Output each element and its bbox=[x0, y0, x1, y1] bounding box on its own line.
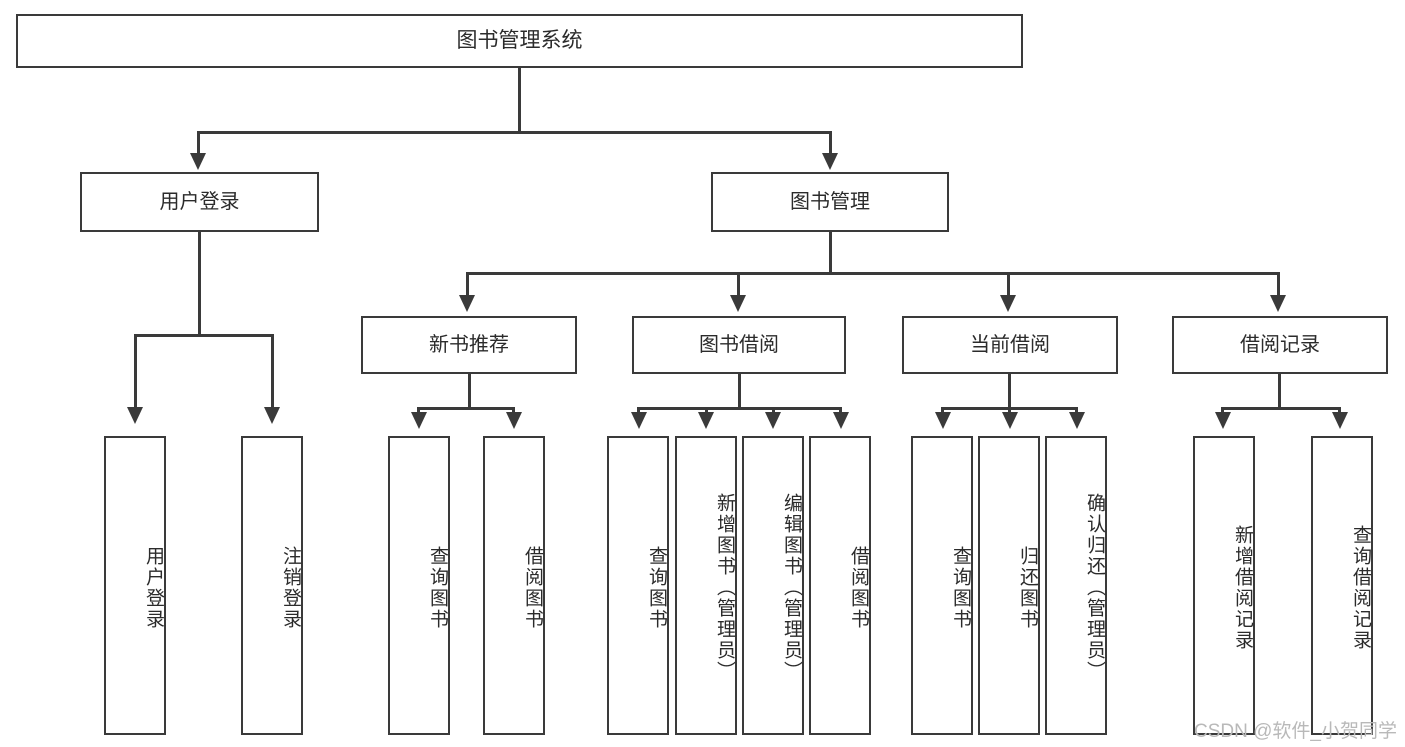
connector-book-borrow-bus bbox=[637, 407, 842, 410]
node-label: 新增图书（管理员） bbox=[714, 493, 735, 682]
connector-root-bus-left bbox=[197, 131, 200, 157]
connector-level3-bus-c bbox=[1007, 272, 1010, 298]
leaf-return-book[interactable]: 归还图书 bbox=[978, 436, 1040, 735]
arrow-to-book-borrow bbox=[730, 295, 746, 312]
node-label: 编辑图书（管理员） bbox=[781, 493, 802, 682]
node-root-book-management-system[interactable]: 图书管理系统 bbox=[16, 14, 1023, 68]
arrow-to-new-book-recommend bbox=[459, 295, 475, 312]
connector-book-borrow-down bbox=[738, 374, 741, 409]
node-label: 借阅图书 bbox=[848, 545, 869, 630]
arrow-to-leaf-return-book bbox=[1002, 412, 1018, 429]
connector-root-bus-right bbox=[829, 131, 832, 157]
node-book-management[interactable]: 图书管理 bbox=[711, 172, 949, 232]
arrow-to-leaf-borrow-book-2 bbox=[833, 412, 849, 429]
leaf-add-borrow-record[interactable]: 新增借阅记录 bbox=[1193, 436, 1255, 735]
arrow-to-leaf-user-login bbox=[127, 407, 143, 424]
node-label: 图书借阅 bbox=[699, 333, 779, 356]
node-label: 图书管理系统 bbox=[456, 28, 583, 52]
node-label: 新增借阅记录 bbox=[1232, 524, 1253, 651]
node-label: 借阅图书 bbox=[522, 545, 543, 630]
node-label: 查询图书 bbox=[646, 545, 667, 630]
arrow-to-user-login bbox=[190, 153, 206, 170]
node-label: 归还图书 bbox=[1017, 545, 1038, 630]
node-label: 用户登录 bbox=[159, 190, 240, 213]
connector-level3-bus-d bbox=[1277, 272, 1280, 298]
arrow-to-leaf-edit-book bbox=[765, 412, 781, 429]
arrow-to-leaf-confirm-return bbox=[1069, 412, 1085, 429]
arrow-to-leaf-borrow-book-1 bbox=[506, 412, 522, 429]
connector-current-borrow-down bbox=[1008, 374, 1011, 409]
node-label: 查询图书 bbox=[950, 545, 971, 630]
node-label: 用户登录 bbox=[143, 545, 164, 630]
connector-user-login-bus-right bbox=[271, 334, 274, 409]
connector-root-bus bbox=[197, 131, 832, 134]
leaf-logout[interactable]: 注销登录 bbox=[241, 436, 303, 735]
node-label: 注销登录 bbox=[280, 545, 301, 630]
node-current-borrow[interactable]: 当前借阅 bbox=[902, 316, 1118, 374]
node-label: 新书推荐 bbox=[429, 333, 509, 356]
node-label: 图书管理 bbox=[790, 190, 870, 213]
node-label: 查询借阅记录 bbox=[1350, 524, 1371, 651]
connector-user-login-bus bbox=[134, 334, 274, 337]
node-new-book-recommend[interactable]: 新书推荐 bbox=[361, 316, 577, 374]
connector-user-login-bus-left bbox=[134, 334, 137, 409]
node-label: 确认归还（管理员） bbox=[1084, 493, 1105, 682]
node-book-borrow[interactable]: 图书借阅 bbox=[632, 316, 846, 374]
node-label: 借阅记录 bbox=[1240, 333, 1320, 356]
leaf-query-book-recommend[interactable]: 查询图书 bbox=[388, 436, 450, 735]
arrow-to-leaf-logout bbox=[264, 407, 280, 424]
connector-user-login-down bbox=[198, 232, 201, 336]
connector-borrow-record-bus bbox=[1221, 407, 1341, 410]
leaf-user-login[interactable]: 用户登录 bbox=[104, 436, 166, 735]
connector-level3-bus-a bbox=[466, 272, 469, 298]
arrow-to-leaf-query-book-1 bbox=[411, 412, 427, 429]
leaf-edit-book-admin[interactable]: 编辑图书（管理员） bbox=[742, 436, 804, 735]
node-label: 当前借阅 bbox=[970, 333, 1050, 356]
arrow-to-leaf-add-book bbox=[698, 412, 714, 429]
connector-book-management-down bbox=[829, 232, 832, 274]
connector-level3-bus bbox=[466, 272, 1280, 275]
connector-borrow-record-down bbox=[1278, 374, 1281, 409]
arrow-to-leaf-query-book-3 bbox=[935, 412, 951, 429]
connector-level3-bus-b bbox=[737, 272, 740, 298]
leaf-query-book-borrow[interactable]: 查询图书 bbox=[607, 436, 669, 735]
connector-new-book-bus bbox=[417, 407, 515, 410]
arrow-to-leaf-query-book-2 bbox=[631, 412, 647, 429]
leaf-confirm-return-admin[interactable]: 确认归还（管理员） bbox=[1045, 436, 1107, 735]
arrow-to-current-borrow bbox=[1000, 295, 1016, 312]
leaf-query-borrow-record[interactable]: 查询借阅记录 bbox=[1311, 436, 1373, 735]
connector-root-down bbox=[518, 68, 521, 133]
leaf-borrow-book-recommend[interactable]: 借阅图书 bbox=[483, 436, 545, 735]
leaf-add-book-admin[interactable]: 新增图书（管理员） bbox=[675, 436, 737, 735]
arrow-to-book-management bbox=[822, 153, 838, 170]
node-user-login[interactable]: 用户登录 bbox=[80, 172, 319, 232]
node-borrow-record[interactable]: 借阅记录 bbox=[1172, 316, 1388, 374]
leaf-query-book-current[interactable]: 查询图书 bbox=[911, 436, 973, 735]
node-label: 查询图书 bbox=[427, 545, 448, 630]
connector-new-book-down bbox=[468, 374, 471, 409]
arrow-to-leaf-add-record bbox=[1215, 412, 1231, 429]
arrow-to-leaf-query-record bbox=[1332, 412, 1348, 429]
leaf-borrow-book[interactable]: 借阅图书 bbox=[809, 436, 871, 735]
arrow-to-borrow-record bbox=[1270, 295, 1286, 312]
